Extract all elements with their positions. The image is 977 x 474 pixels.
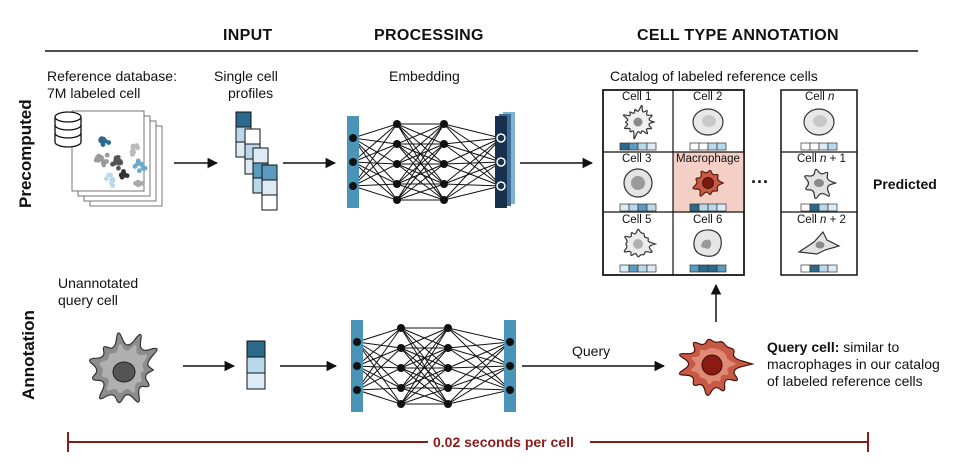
matched-query-cell-graphic	[678, 338, 755, 396]
query-profile-graphic	[246, 340, 266, 390]
query-cell-label-2: query cell	[58, 292, 118, 308]
row-label-annotation: Annotation	[19, 310, 38, 400]
result-description-line-3: of labeled reference cells	[767, 373, 923, 389]
reference-db-label-2: 7M labeled cell	[47, 85, 141, 101]
single-cell-profiles-graphic	[235, 111, 278, 211]
catalog-ellipsis: ···	[751, 172, 769, 192]
reference-database-graphic	[54, 110, 163, 207]
catalog-cell-6-label: Cell 6	[693, 214, 723, 226]
row-label-precomputed: Precomputed	[16, 99, 35, 208]
catalog-cell-5-label: Cell 5	[622, 214, 652, 226]
single-cell-label-2: profiles	[228, 85, 274, 101]
catalog-cell-n1-label: Cell n + 1	[797, 153, 846, 165]
catalog-macrophage-label: Macrophage	[676, 153, 740, 165]
database-icon	[54, 111, 82, 148]
query-cell-label-1: Unannotated	[58, 275, 139, 291]
single-cell-label-1: Single cell	[214, 68, 278, 84]
catalog-cell-n-label: Cell n	[805, 91, 835, 103]
result-description-line-1: Query cell: similar to	[767, 339, 900, 355]
reference-db-label-1: Reference database:	[47, 68, 177, 84]
catalog-label: Catalog of labeled reference cells	[610, 68, 818, 84]
result-description-line-2: macrophages in our catalog	[767, 356, 940, 372]
catalog-cell-3-label: Cell 3	[622, 153, 652, 165]
header-cell-type-annotation: CELL TYPE ANNOTATION	[637, 27, 839, 44]
unannotated-query-cell-graphic	[88, 332, 158, 404]
embedding-network-precomputed	[347, 112, 515, 208]
catalog-cell-1-label: Cell 1	[622, 91, 652, 103]
timing-label: 0.02 seconds per cell	[433, 434, 574, 450]
header-processing: PROCESSING	[374, 27, 484, 44]
embedding-label: Embedding	[389, 68, 460, 84]
query-arrow-label: Query	[572, 343, 611, 359]
predicted-label: Predicted	[873, 176, 937, 192]
catalog-cell-2-label: Cell 2	[693, 91, 723, 103]
timeline-bar	[67, 432, 869, 452]
header-input: INPUT	[223, 27, 273, 44]
embedding-network-annotation	[351, 320, 516, 412]
catalog-cell-n2-label: Cell n + 2	[797, 214, 846, 226]
